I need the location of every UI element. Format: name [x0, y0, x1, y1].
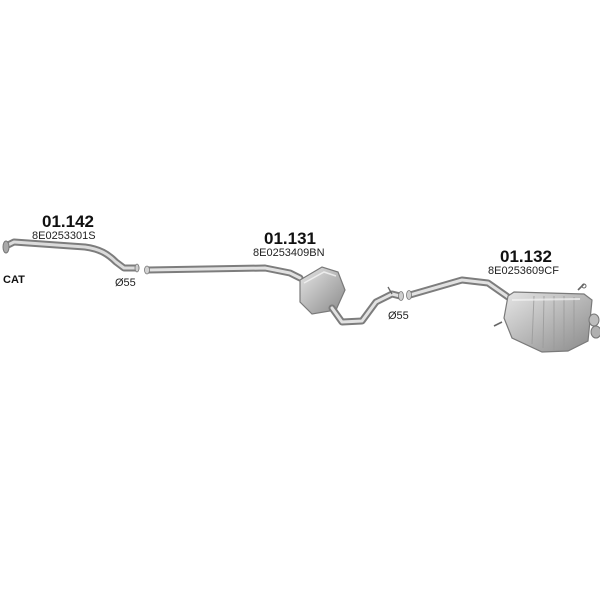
tailpipe-2 — [591, 326, 600, 338]
part-oem-01-132: 8E0253609CF — [488, 265, 559, 277]
rear-muffler — [504, 292, 592, 352]
diameter-label: Ø55 — [388, 310, 409, 322]
part-code-01-142: 01.142 — [42, 212, 94, 232]
tailpipe-1 — [589, 314, 599, 326]
hanger — [578, 284, 584, 290]
part-oem-01-142: 8E0253301S — [32, 230, 96, 242]
part-code-01-132: 01.132 — [500, 247, 552, 267]
part-code-01-131: 01.131 — [264, 229, 316, 249]
cat-flange — [3, 241, 9, 253]
center-muffler — [300, 267, 345, 314]
hanger — [494, 322, 502, 326]
diameter-label: Ø55 — [115, 277, 136, 289]
front-pipe — [3, 241, 139, 272]
rear-section — [407, 280, 600, 352]
middle-section — [145, 266, 404, 322]
cat-label: CAT — [3, 274, 25, 286]
part-oem-01-131: 8E0253409BN — [253, 247, 325, 259]
